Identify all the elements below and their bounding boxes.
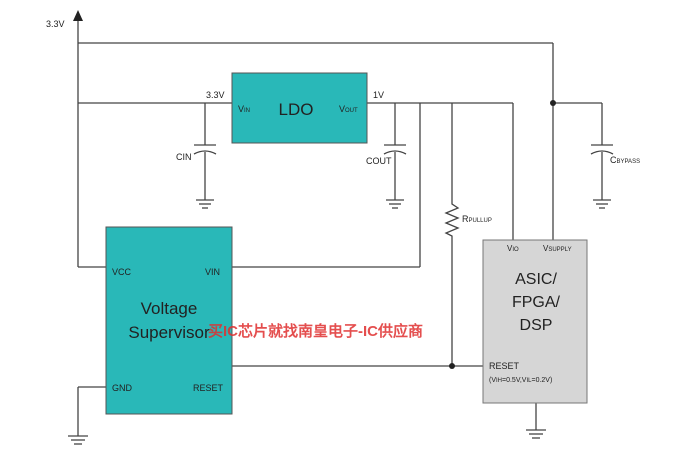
supply-arrow-icon <box>73 10 83 21</box>
asic-vsupply-pin: VSUPPLY <box>543 244 572 253</box>
resistor-pullup <box>444 200 460 240</box>
supervisor-title-line1: Voltage <box>141 299 198 318</box>
cout-label: COUT <box>366 156 392 166</box>
asic-title-line2: FPGA/ <box>512 294 561 311</box>
rpullup-label: RPULLUP <box>462 214 492 224</box>
supervisor-reset-pin: RESET <box>193 383 224 393</box>
ldo-block <box>231 72 368 144</box>
ldo-vin-pin: VIN <box>238 104 250 114</box>
junctions <box>449 100 556 369</box>
asic-block <box>482 239 588 404</box>
supervisor-title-line2: Supervisor <box>128 323 210 342</box>
asic-threshold-label: (VIH=0.5V,VIL=0.2V) <box>489 377 552 384</box>
supervisor-vcc-pin: VCC <box>112 267 132 277</box>
cin-label: CIN <box>176 152 192 162</box>
capacitor-cbypass <box>590 144 614 155</box>
watermark-text: 买IC芯片就找南皇电子-IC供应商 <box>208 322 423 340</box>
asic-reset-pin: RESET <box>489 361 520 371</box>
supervisor-block <box>105 226 233 415</box>
asic-title-line3: DSP <box>520 317 553 334</box>
cbypass-label: CBYPASS <box>610 155 640 165</box>
ground-supervisor-icon <box>68 435 88 445</box>
ldo-vout-pin: VOUT <box>339 104 358 114</box>
supervisor-gnd-pin: GND <box>112 383 133 393</box>
junction-dot <box>550 100 556 106</box>
asic-vio-pin: VIO <box>507 244 519 253</box>
ldo-output-voltage-label: 1V <box>373 90 384 100</box>
wires <box>77 18 603 436</box>
supervisor-vin-pin: VIN <box>205 267 220 277</box>
supply-voltage-label: 3.3V <box>46 19 65 29</box>
ldo-input-voltage-label: 3.3V <box>206 90 225 100</box>
asic-title-line1: ASIC/ <box>515 271 557 288</box>
ldo-title: LDO <box>279 100 314 119</box>
ground-asic-icon <box>526 429 546 439</box>
capacitor-cin <box>193 144 217 155</box>
junction-dot <box>449 363 455 369</box>
capacitor-cout <box>383 144 407 155</box>
ground-cbypass-icon <box>593 199 611 209</box>
ground-cin-icon <box>196 199 214 209</box>
ground-cout-icon <box>386 199 404 209</box>
